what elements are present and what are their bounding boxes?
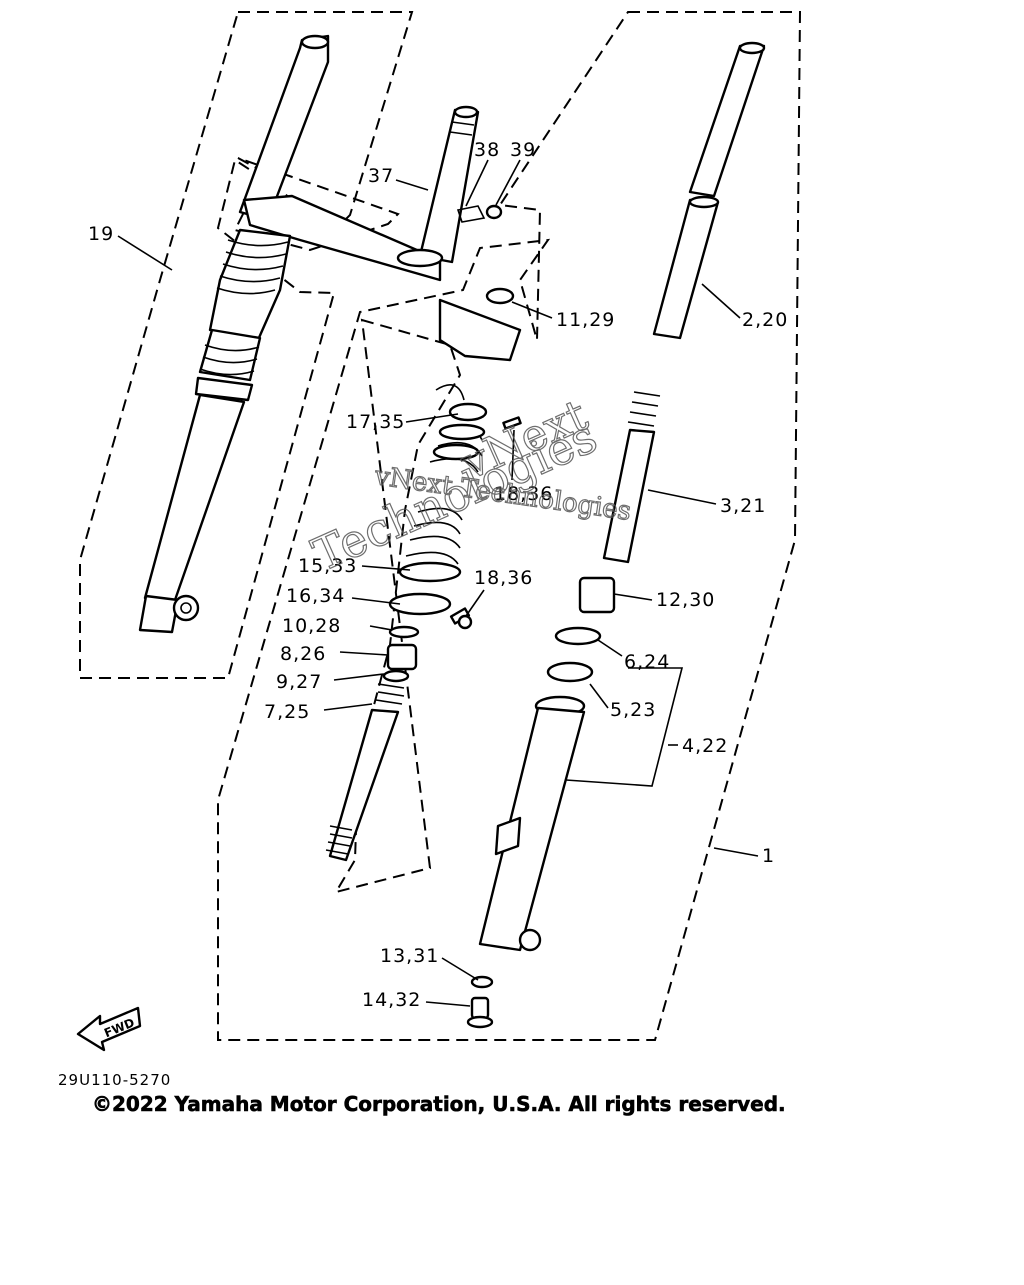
- callout-labels: 37 38 39 19 11,29 2,20 17,35 18,36 3,21 …: [88, 139, 788, 1011]
- callout-15-33: 15,33: [298, 555, 357, 577]
- drain-bolt-group: [466, 975, 494, 1029]
- callout-3-21: 3,21: [720, 495, 766, 517]
- callout-18-36-upper: 18,36: [494, 483, 553, 505]
- callout-19: 19: [88, 223, 114, 245]
- callout-11-29: 11,29: [556, 309, 615, 331]
- callout-17-35: 17,35: [346, 411, 405, 433]
- callout-1: 1: [762, 845, 775, 867]
- callout-8-26: 8,26: [280, 643, 326, 665]
- callout-16-34: 16,34: [286, 585, 345, 607]
- callout-9-27: 9,27: [276, 671, 322, 693]
- callout-18-36-lower: 18,36: [474, 567, 533, 589]
- callout-2-20: 2,20: [742, 309, 788, 331]
- group-boundary-inner: [333, 318, 462, 894]
- leader-lines: [117, 159, 759, 1007]
- left-fork-assembly: [138, 34, 442, 634]
- copyright-notice: ©2022 Yamaha Motor Corporation, U.S.A. A…: [92, 1092, 786, 1117]
- damper-rod-group: [325, 625, 420, 862]
- right-inner-tube: [652, 41, 766, 340]
- callout-12-30: 12,30: [656, 589, 715, 611]
- spring-stack: [388, 384, 522, 630]
- callout-4-22: 4,22: [682, 735, 728, 757]
- callout-39: 39: [510, 139, 536, 161]
- steering-stem: [396, 105, 522, 362]
- drawing-code: 29U110-5270: [58, 1071, 172, 1089]
- callout-7-25: 7,25: [264, 701, 310, 723]
- callout-37: 37: [368, 165, 394, 187]
- callout-38: 38: [474, 139, 500, 161]
- fwd-arrow-icon: FWD: [76, 1006, 142, 1052]
- callout-14-32: 14,32: [362, 989, 421, 1011]
- group-boundary-1: [217, 11, 802, 1041]
- right-damper-group: [546, 391, 661, 683]
- callout-6-24: 6,24: [624, 651, 670, 673]
- callout-10-28: 10,28: [282, 615, 341, 637]
- outer-tube: [478, 695, 586, 952]
- callout-5-23: 5,23: [610, 699, 656, 721]
- callout-13-31: 13,31: [380, 945, 439, 967]
